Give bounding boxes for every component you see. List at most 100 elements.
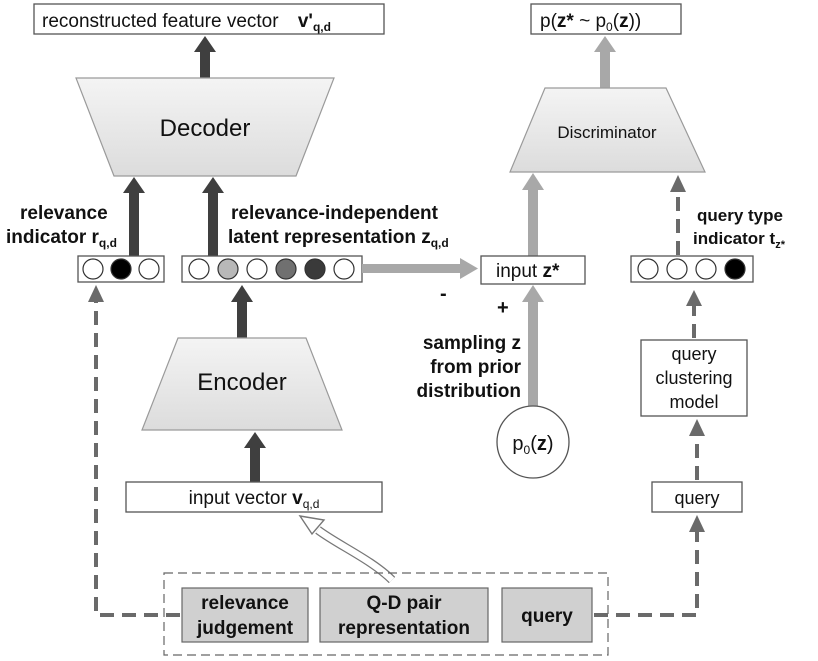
arrow-discriminator-to-output [594,36,616,88]
query-type-line1: query type [697,206,783,225]
query-type-cell-2 [666,258,688,280]
arrow-latent-to-input-z [362,258,478,279]
latent-cell-1 [188,258,210,280]
arrow-relevance-to-decoder [123,177,145,256]
query-type-var: t [770,229,776,248]
input-vector-text: input vector [189,488,293,509]
output-z: z [619,11,629,32]
sampling-line2: from prior [430,357,521,378]
reconstructed-feature-vector-box: reconstructed feature vector v'q,d [33,3,385,35]
output-z-star: z* [557,11,575,32]
output-zero-sub: 0 [606,20,613,34]
relevance-indicator-line1: relevance [20,203,108,224]
arrow-query-type-to-discriminator [670,175,686,255]
latent-cell-2 [217,258,239,280]
input-z-text: input [496,261,542,282]
arrow-qd-pair-to-input-vector [298,515,396,584]
svg-text:indicator tz*: indicator tz* [693,229,786,251]
prior-p: p [512,433,523,455]
relevance-indicator-line2: indicator [6,227,92,248]
plus-sign: + [497,297,509,319]
arrow-clustering-to-query-type [686,290,702,338]
prior-open-paren: ( [530,433,537,455]
qd-pair-line1: Q-D pair [367,593,443,614]
relevance-indicator-sub: q,d [99,236,117,250]
relevance-judgement-box: relevance judgement [181,587,309,643]
arrow-decoder-to-output [194,36,216,78]
prior-distribution-node: p0(z) [496,405,570,479]
latent-representation-label: relevance-independent latent representat… [228,203,449,250]
prior-zero-sub: 0 [524,443,531,457]
svg-text:reconstructed feature vector: reconstructed feature vector v'q,d [42,11,331,34]
input-vector-box: input vector vq,d [125,481,383,513]
query-type-cell-4 [724,258,746,280]
clustering-line1: query [671,344,716,364]
relevance-indicator-cell-2 [110,258,132,280]
relevance-indicator-cell-1 [82,258,104,280]
latent-cell-3 [246,258,268,280]
decoder-block: Decoder [75,77,335,177]
encoder-block: Encoder [141,337,343,431]
latent-cell-5 [304,258,326,280]
latent-var: z [421,227,431,248]
query-type-label: query type indicator tz* [693,206,786,251]
svg-text:input z*: input z* [496,261,560,282]
qd-pair-representation-box: Q-D pair representation [319,587,489,643]
svg-text:p(z* ~ p0(z)): p(z* ~ p0(z)) [540,11,641,34]
query-clustering-model-box: query clustering model [640,339,748,417]
arrow-latent-to-decoder [202,177,224,256]
query-type-vector [630,255,754,283]
clustering-line2: clustering [655,368,732,388]
input-vector-var: v [292,488,303,509]
minus-sign: - [440,283,447,305]
svg-text:p0(z): p0(z) [512,433,553,457]
decoder-label: Decoder [160,115,251,142]
output-tilde-p: ~ p [574,11,606,32]
svg-text:input vector vq,d: input vector vq,d [189,488,320,511]
relevance-judgement-line1: relevance [201,593,289,614]
prior-z: z [537,433,547,455]
output-close-paren: )) [629,11,642,32]
query-source-box: query [501,587,593,643]
output-open-paren: ( [613,11,620,32]
svg-text:indicator rq,d: indicator rq,d [6,227,117,250]
reconstructed-var: v' [298,11,313,32]
query-type-cell-1 [637,258,659,280]
qd-pair-line2: representation [338,618,470,639]
input-vector-sub: q,d [303,497,320,511]
relevance-indicator-var: r [92,227,100,248]
arrow-query-source-to-query-box [594,515,705,617]
relevance-indicator-vector [77,255,165,283]
latent-vector [181,255,363,283]
prior-close-paren: ) [547,433,554,455]
arrow-encoder-to-latent [231,285,253,338]
latent-cell-6 [333,258,355,280]
reconstructed-label: reconstructed feature vector [42,11,279,32]
discriminator-label: Discriminator [557,123,657,142]
latent-line1: relevance-independent [231,203,439,224]
sampling-label: sampling z from prior distribution [417,333,522,402]
sampling-line3: distribution [417,381,521,402]
query-type-sub: z* [775,239,786,251]
relevance-judgement-line2: judgement [196,618,294,639]
query-box-text: query [674,488,719,508]
query-source-text: query [521,606,573,627]
arrow-judgement-to-relevance-indicator [88,285,180,617]
arrow-input-z-to-discriminator [522,173,544,256]
query-type-cell-3 [695,258,717,280]
arrow-query-to-clustering [689,419,705,480]
relevance-indicator-cell-3 [138,258,160,280]
arrow-prior-to-input-z [522,285,544,406]
latent-cell-4 [275,258,297,280]
discriminator-output-box: p(z* ~ p0(z)) [530,3,682,35]
clustering-line3: model [669,392,718,412]
latent-sub: q,d [431,236,449,250]
reconstructed-sub: q,d [313,20,331,34]
query-box: query [651,481,743,513]
svg-text:latent representation zq,d: latent representation zq,d [228,227,449,250]
output-prefix: p( [540,11,558,32]
latent-line2: latent representation [228,227,421,248]
input-z-box: input z* [480,255,586,285]
sampling-line1: sampling z [423,333,521,354]
